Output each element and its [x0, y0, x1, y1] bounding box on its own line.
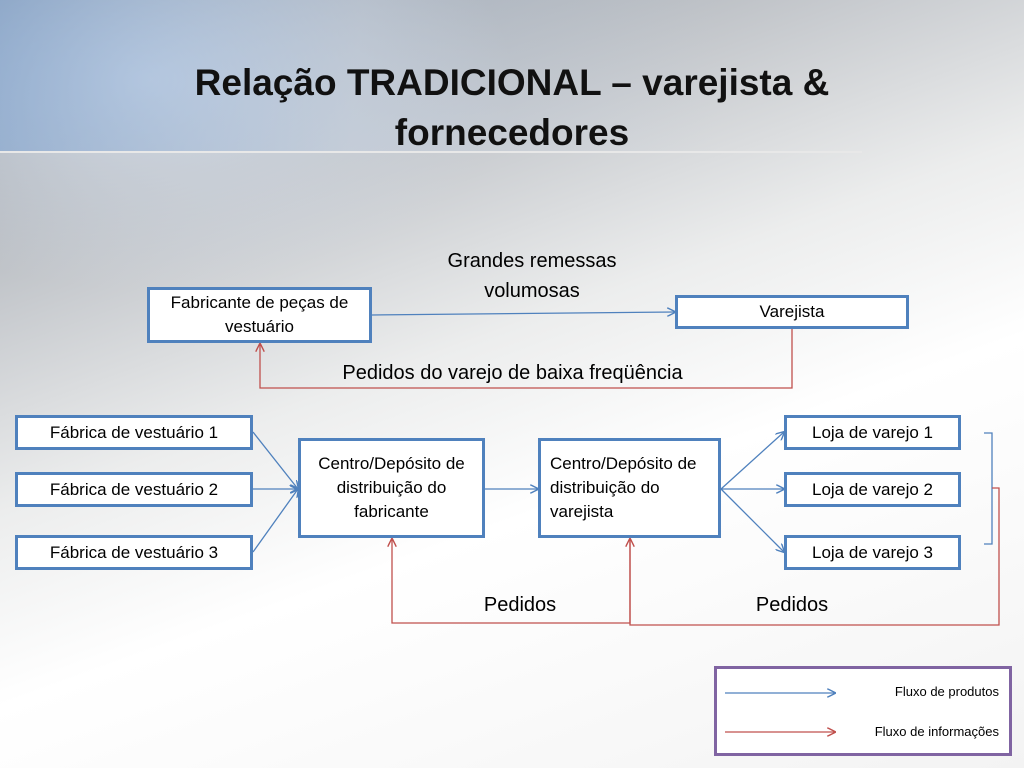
arrow-store-3: [720, 488, 784, 552]
legend-box: Fluxo de produtos Fluxo de informações: [714, 666, 1012, 756]
factory-2-label: Fábrica de vestuário 2: [49, 479, 219, 499]
top-orders-label: Pedidos do varejo de baixa freqüência: [342, 362, 683, 384]
factory-1-label: Fábrica de vestuário 1: [49, 422, 219, 442]
arrow-store-1: [720, 432, 784, 490]
store-2-box: Loja de varejo 2: [784, 472, 961, 507]
orders-right-label: Pedidos: [755, 594, 829, 616]
legend-information-label: Fluxo de informações: [874, 724, 999, 739]
arrow-factory-3: [252, 489, 298, 553]
factory-1-box: Fábrica de vestuário 1: [15, 415, 253, 450]
store-2-label: Loja de varejo 2: [812, 479, 933, 499]
factory-3-box: Fábrica de vestuário 3: [15, 535, 253, 570]
retailer-box: Varejista: [675, 295, 909, 329]
legend-products-label: Fluxo de produtos: [894, 684, 999, 699]
store-1-box: Loja de varejo 1: [784, 415, 961, 450]
retailer-dc-box: Centro/Depósito de distribuição do varej…: [538, 438, 721, 538]
manufacturer-dc-label: Centro/Depósito de distribuição do fabri…: [318, 454, 465, 521]
factory-3-label: Fábrica de vestuário 3: [49, 542, 219, 562]
legend-swatches: [725, 669, 1009, 753]
title-divider: [0, 151, 862, 153]
arrow-shipment: [371, 312, 675, 315]
stores-bracket: [984, 432, 993, 545]
store-3-label: Loja de varejo 3: [812, 542, 933, 562]
retailer-label: Varejista: [759, 302, 825, 321]
store-3-box: Loja de varejo 3: [784, 535, 961, 570]
manufacturer-box: Fabricante de peças de vestuário: [147, 287, 372, 343]
arrow-factory-1: [252, 431, 298, 489]
retailer-dc-label: Centro/Depósito de distribuição do varej…: [550, 454, 697, 521]
slide-title: Relação TRADICIONAL – varejista & fornec…: [194, 62, 830, 153]
manufacturer-label: Fabricante de peças de vestuário: [170, 293, 349, 336]
manufacturer-dc-box: Centro/Depósito de distribuição do fabri…: [298, 438, 485, 538]
shipment-label: Grandes remessas volumosas: [447, 250, 617, 302]
factory-2-box: Fábrica de vestuário 2: [15, 472, 253, 507]
title-band: [0, 0, 1024, 152]
arrow-top-orders: [260, 329, 793, 389]
arrow-orders-left: [392, 539, 631, 624]
orders-left-label: Pedidos: [483, 594, 557, 616]
store-1-label: Loja de varejo 1: [812, 422, 933, 442]
